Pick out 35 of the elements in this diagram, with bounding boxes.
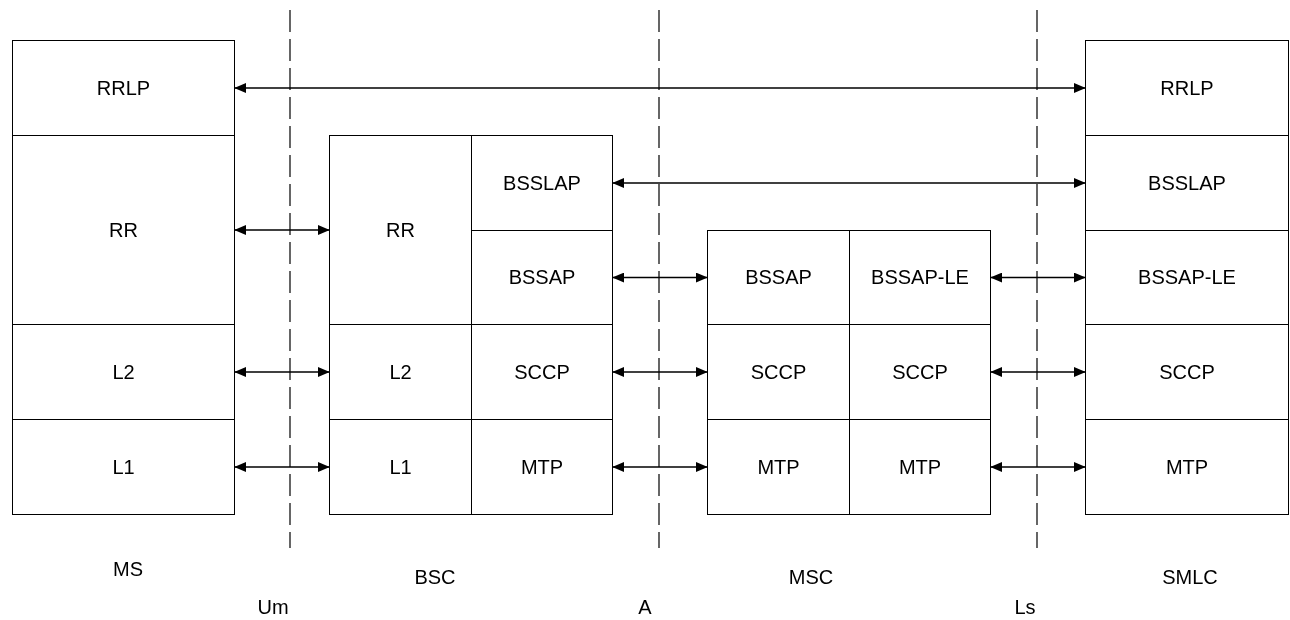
protocol-layer-box: RR — [12, 135, 235, 325]
protocol-layer-box: MTP — [1085, 419, 1289, 515]
protocol-layer-box: L2 — [12, 324, 235, 420]
node-name: BSC — [414, 566, 456, 589]
interface-name: Um — [257, 596, 289, 619]
arrow — [233, 225, 331, 235]
arrow — [989, 462, 1087, 472]
interface-name: Ls — [1014, 596, 1036, 619]
protocol-layer-box: RRLP — [1085, 40, 1289, 136]
protocol-layer-box: MTP — [849, 419, 991, 515]
arrow — [611, 272, 709, 283]
arrow — [611, 462, 709, 472]
node-name: MSC — [788, 566, 834, 589]
protocol-layer-box: MTP — [707, 419, 850, 515]
protocol-layer-box: MTP — [471, 419, 613, 515]
arrow — [611, 178, 1087, 188]
arrow — [233, 367, 331, 377]
arrow — [233, 83, 1087, 93]
protocol-layer-box: BSSAP — [707, 230, 850, 325]
arrow — [989, 272, 1087, 283]
interface-name: A — [638, 596, 652, 619]
protocol-layer-box: L1 — [12, 419, 235, 515]
protocol-layer-box: RR — [329, 135, 472, 325]
protocol-layer-box: SCCP — [1085, 324, 1289, 420]
protocol-layer-box: BSSLAP — [1085, 135, 1289, 231]
protocol-layer-box: RRLP — [12, 40, 235, 136]
node-name: MS — [113, 558, 143, 581]
arrow — [233, 462, 331, 472]
protocol-layer-box: BSSAP-LE — [1085, 230, 1289, 325]
protocol-layer-box: BSSLAP — [471, 135, 613, 231]
arrow — [611, 367, 709, 377]
protocol-layer-box: BSSAP-LE — [849, 230, 991, 325]
arrow — [989, 367, 1087, 377]
protocol-layer-box: L1 — [329, 419, 472, 515]
node-name: SMLC — [1162, 566, 1218, 589]
